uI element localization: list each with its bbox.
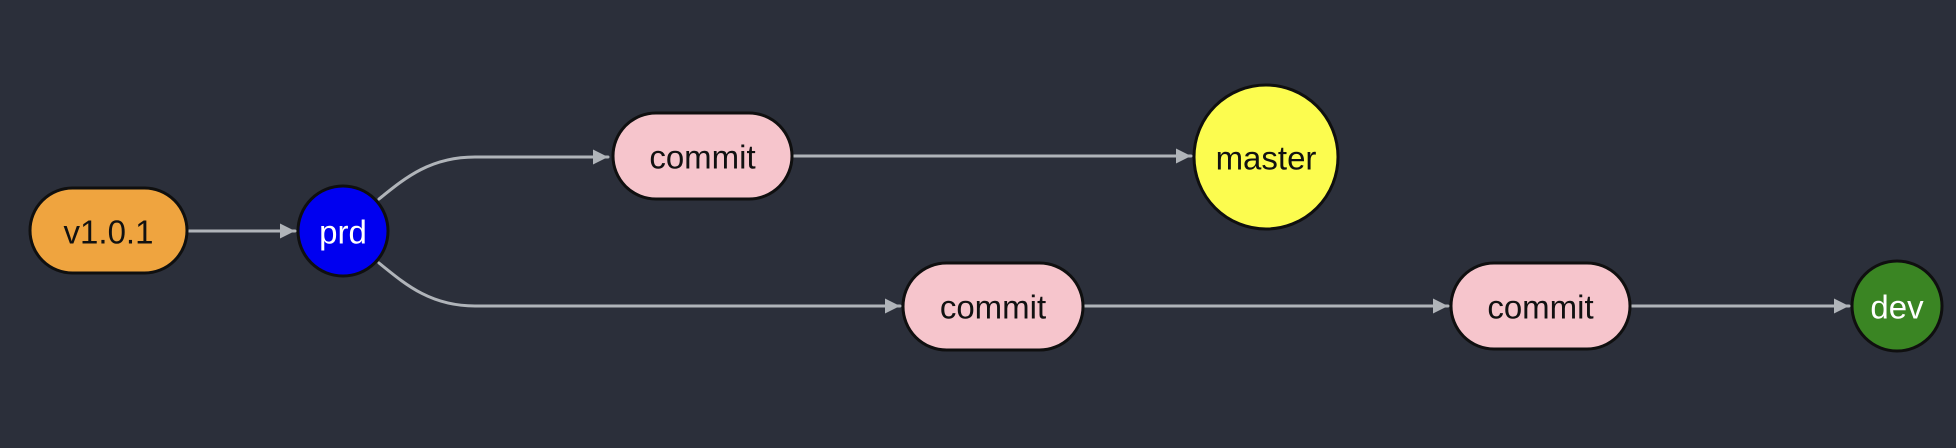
node-commit-top: commit: [611, 111, 794, 201]
commit-top-shape: [611, 111, 794, 201]
node-commit-bottom-2: commit: [1449, 261, 1632, 351]
node-prd: prd: [296, 184, 390, 278]
edge-layer: [187, 148, 1851, 314]
commit-top-label: commit: [649, 139, 755, 176]
commit-bottom-1-label: commit: [940, 289, 1046, 326]
edge-prd-to-commit-bottom-1: [377, 261, 902, 314]
edge-prd-to-commit-top: [377, 149, 610, 201]
dev-label: dev: [1870, 289, 1924, 326]
master-shape: [1192, 83, 1340, 231]
dev-shape: [1850, 259, 1944, 353]
node-master: master: [1192, 83, 1340, 231]
tag-v101-label: v1.0.1: [64, 214, 154, 251]
commit-bottom-2-label: commit: [1487, 289, 1593, 326]
prd-label: prd: [319, 214, 367, 251]
tag-v101-shape: [28, 186, 189, 275]
node-dev: dev: [1850, 259, 1944, 353]
node-commit-bottom-1: commit: [901, 261, 1085, 352]
commit-bottom-1-shape: [901, 261, 1085, 352]
commit-bottom-2-shape: [1449, 261, 1632, 351]
node-layer: v1.0.1 prd commit master commit commit d…: [28, 83, 1944, 353]
master-label: master: [1216, 140, 1317, 177]
prd-shape: [296, 184, 390, 278]
node-tag-v101: v1.0.1: [28, 186, 189, 275]
